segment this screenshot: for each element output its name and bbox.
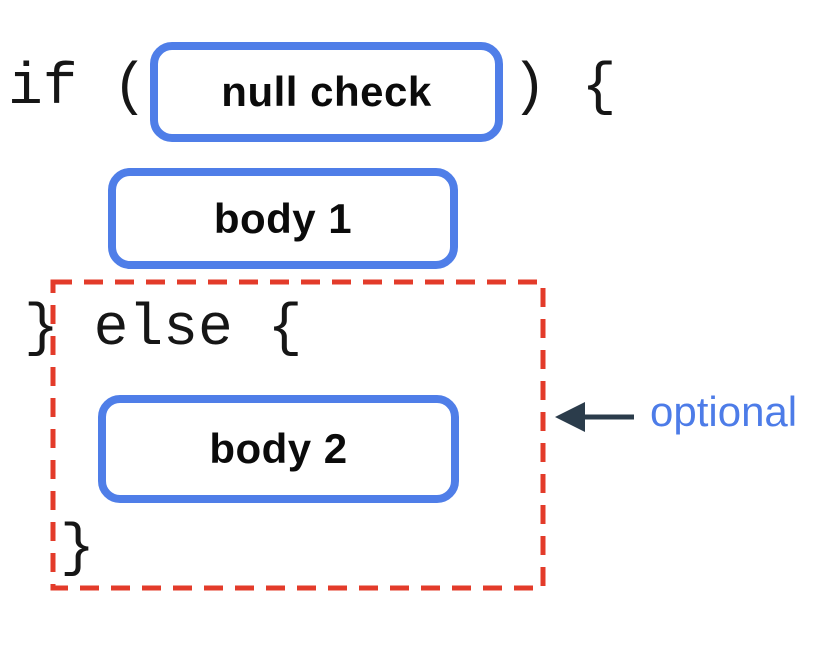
arrow-left-icon <box>555 402 634 432</box>
body2-box: body 2 <box>98 395 459 503</box>
condition-box: null check <box>150 42 503 142</box>
code-end-brace: } <box>60 517 95 582</box>
code-if-open: if ( <box>8 56 148 121</box>
code-else-line: } else { <box>24 297 303 362</box>
optional-annotation-label: optional <box>650 388 798 435</box>
optional-region-dashed-outline <box>50 279 546 591</box>
code-if-close: ) { <box>512 56 617 121</box>
condition-box-label: null check <box>221 68 432 115</box>
body1-box: body 1 <box>108 168 458 269</box>
body1-box-label: body 1 <box>213 194 353 242</box>
body2-box-label: body 2 <box>209 425 348 472</box>
